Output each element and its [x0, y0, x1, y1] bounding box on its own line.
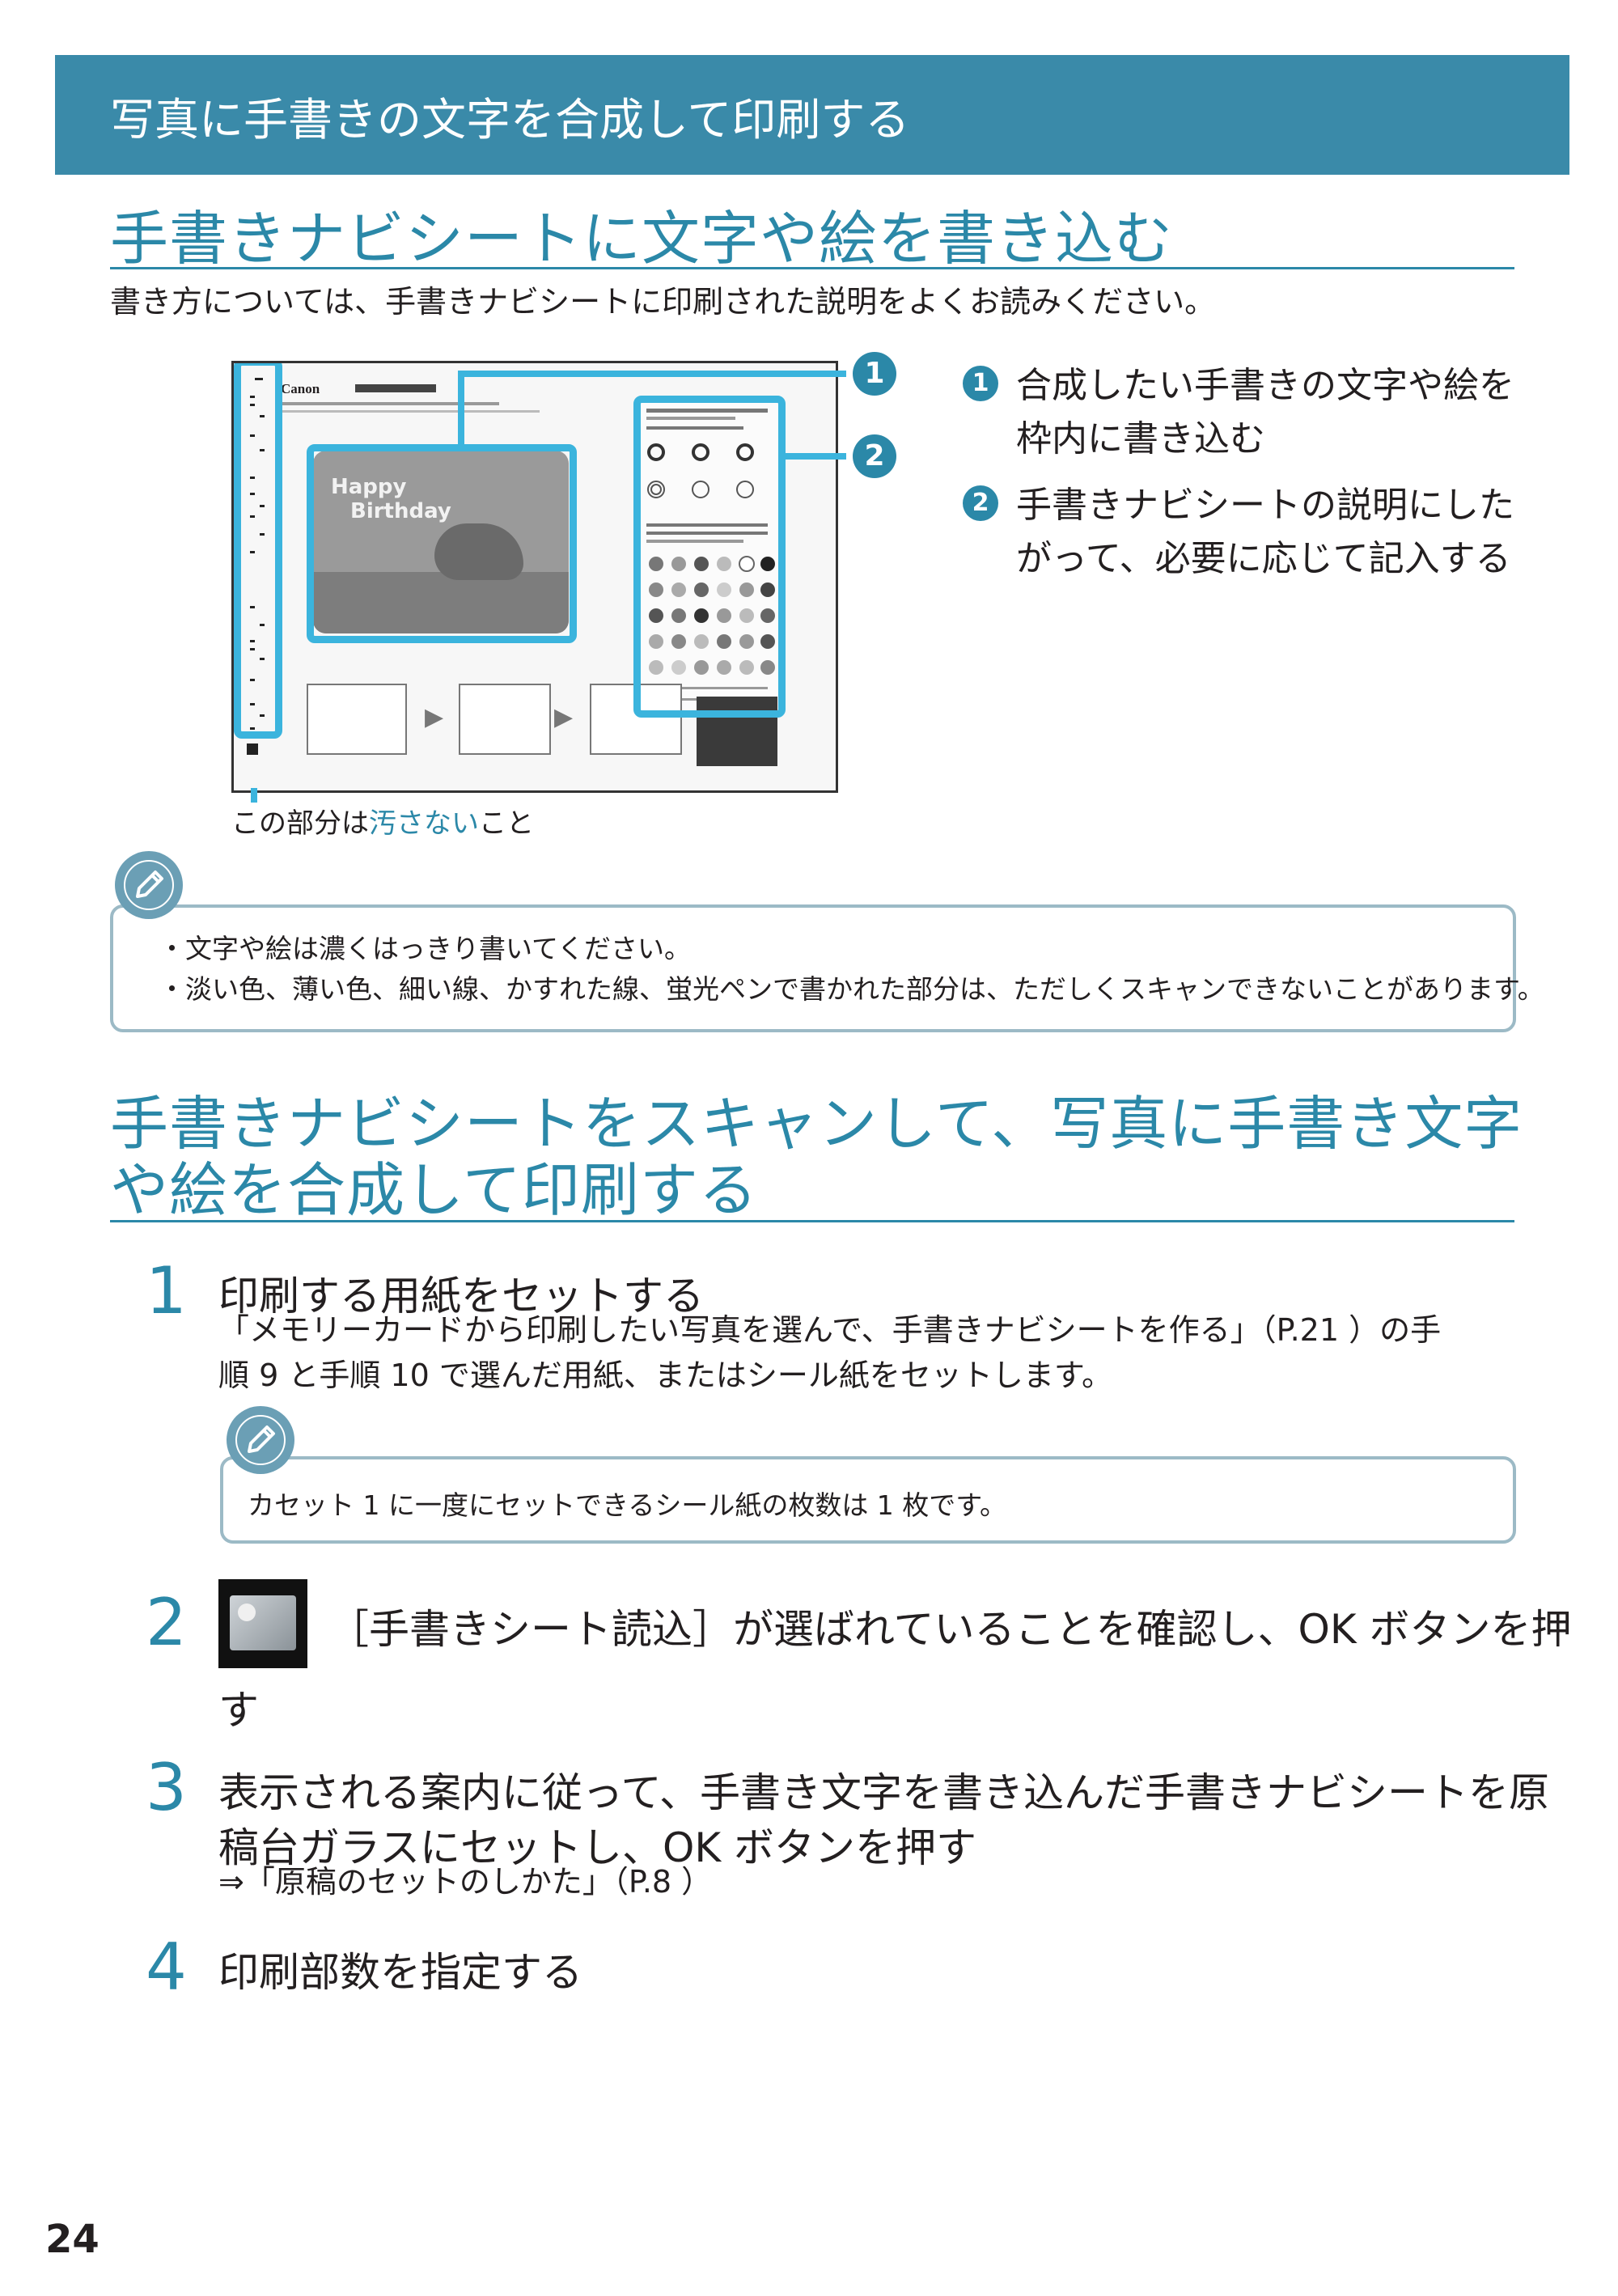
highlight-options-area	[633, 396, 786, 718]
pencil-icon-graphic	[248, 1425, 275, 1453]
pencil-icon-graphic	[136, 871, 163, 898]
note-box-1	[110, 904, 1516, 1032]
sheet-photo-ground	[313, 572, 569, 633]
highlight-write-area	[307, 444, 577, 643]
callout-marker-1: 1	[853, 352, 896, 396]
section2-rule	[110, 1220, 1514, 1222]
marker-strip	[242, 371, 271, 760]
sheet-options-panel	[640, 402, 779, 710]
step1-desc-line1: 「メモリーカードから印刷したい写真を選んで、手書きナビシートを作る」（P.21 …	[218, 1312, 1442, 1348]
step4-title: 印刷部数を指定する	[218, 1949, 582, 1996]
caption-suffix: こと	[479, 807, 534, 840]
sheet-instruction-line	[281, 410, 540, 413]
note-box-2	[220, 1456, 1516, 1544]
section1-title: 手書きナビシートに文字や絵を書き込む	[110, 205, 1174, 273]
callout-desc-2-line1: 手書きナビシートの説明にした	[1016, 485, 1514, 526]
connector-line-caption	[251, 788, 257, 803]
step3-title-line2: 稿台ガラスにセットし、OK ボタンを押す	[218, 1824, 977, 1871]
section2-title-line1: 手書きナビシートをスキャンして、写真に手書き文字	[110, 1090, 1523, 1158]
sheet-options-graphic	[646, 409, 775, 701]
note-pencil-icon	[115, 851, 183, 919]
illustration-caption: この部分は汚さないこと	[231, 801, 534, 841]
step1-desc-line2: 順 9 と手順 10 で選んだ用紙、またはシール紙をセットします。	[218, 1358, 1113, 1393]
sheet-brand: Canon	[281, 381, 320, 396]
handwrite-scan-icon-face	[230, 1595, 296, 1650]
caption-prefix: この部分は	[231, 807, 369, 840]
page-number: 24	[45, 2217, 100, 2262]
step-number-2: 2	[146, 1585, 187, 1660]
step3-title-line1: 表示される案内に従って、手書き文字を書き込んだ手書きナビシートを原	[218, 1769, 1549, 1816]
marker-strip-graphic	[247, 378, 265, 755]
section1-rule	[110, 267, 1514, 269]
step3-reference: ⇒「原稿のセットのしかた」（P.8 ）	[218, 1864, 713, 1900]
step-number-1: 1	[146, 1253, 187, 1328]
handwrite-scan-icon	[218, 1579, 307, 1668]
page-banner	[55, 55, 1569, 175]
step1-title: 印刷する用紙をセットする	[218, 1273, 704, 1320]
note-pencil-icon	[227, 1406, 294, 1474]
caption-highlight: 汚さない	[369, 807, 479, 840]
navi-sheet-illustration: Canon Happy Birthday	[231, 361, 838, 793]
sheet-instruction-line	[281, 402, 499, 405]
sheet-photo-area: Happy Birthday	[313, 451, 569, 633]
sheet-arrow-icon: ▶	[425, 703, 444, 731]
note1-line1: ・文字や絵は濃くはっきり書いてください。	[159, 933, 692, 964]
section2-title-line2: や絵を合成して印刷する	[110, 1156, 758, 1224]
handwrite-scan-icon-dot	[238, 1603, 256, 1621]
sheet-header-title	[355, 384, 436, 392]
callout-marker-2: 2	[853, 434, 896, 478]
note2-text: カセット 1 に一度にセットできるシール紙の枚数は 1 枚です。	[248, 1489, 1006, 1521]
connector-line-1-drop	[458, 371, 464, 451]
callout-desc-1-line1: 合成したい手書きの文字や絵を	[1016, 365, 1514, 406]
banner-title: 写真に手書きの文字を合成して印刷する	[110, 94, 910, 146]
connector-line-2	[781, 453, 846, 460]
callout-desc-num-2: 2	[963, 485, 998, 521]
sheet-photo-cat	[434, 523, 523, 580]
sheet-preview-photo	[697, 697, 777, 766]
sheet-arrow-icon: ▶	[554, 703, 574, 731]
step-number-3: 3	[146, 1750, 187, 1825]
sheet-step1-thumb	[307, 684, 407, 755]
callout-desc-2-line2: がって、必要に応じて記入する	[1016, 538, 1511, 579]
connector-line-1	[458, 371, 846, 377]
callout-desc-1-line2: 枠内に書き込む	[1016, 418, 1265, 460]
section1-intro: 書き方については、手書きナビシートに印刷された説明をよくお読みください。	[110, 284, 1216, 320]
sheet-photo-text-happy: Happy	[331, 475, 407, 499]
sheet-step2-thumb	[459, 684, 551, 755]
step-number-4: 4	[146, 1930, 187, 2005]
step2-title-line2: す	[218, 1687, 259, 1734]
sheet-photo-text-birthday: Birthday	[350, 499, 451, 523]
callout-desc-num-1: 1	[963, 366, 998, 401]
highlight-marker-strip	[234, 363, 282, 739]
step2-title-line1: ［手書きシート読込］が選ばれていることを確認し、OK ボタンを押	[328, 1606, 1572, 1653]
note1-line2: ・淡い色、薄い色、細い線、かすれた線、蛍光ペンで書かれた部分は、ただしくスキャン…	[159, 973, 1544, 1005]
